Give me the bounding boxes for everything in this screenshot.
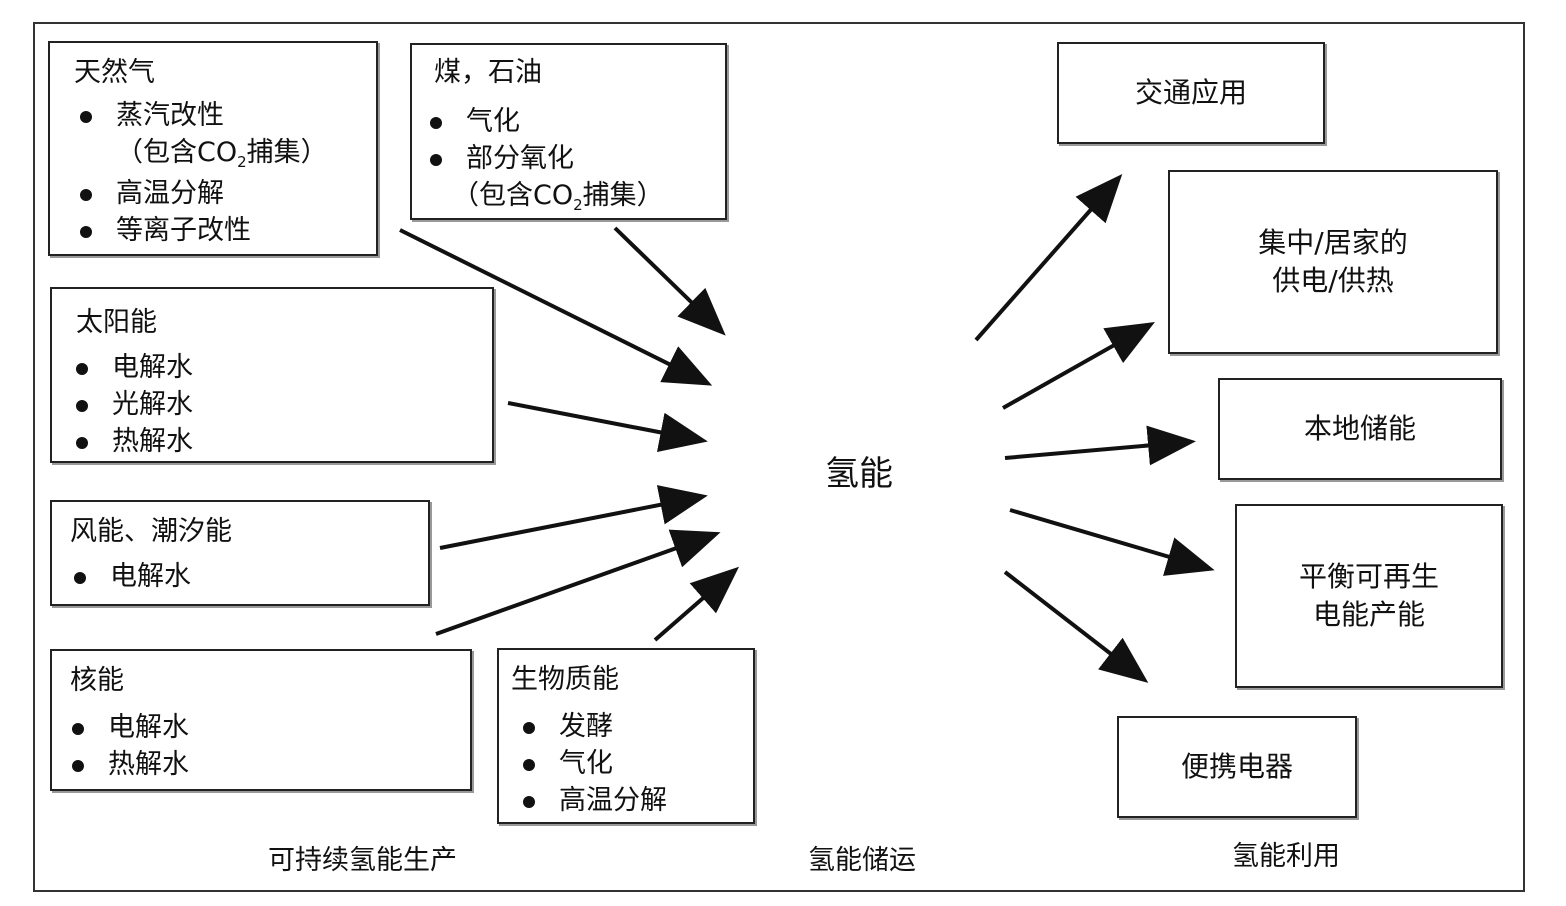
list-item-continuation: （包含CO2捕集） (452, 180, 664, 214)
source-items-natural-gas: 蒸汽改性（包含CO2捕集） 高温分解 等离子改性 (80, 97, 328, 249)
source-items-biomass: 发酵气化高温分解 (523, 708, 667, 819)
list-item: 电解水 (74, 558, 191, 595)
source-title-wind-tidal: 风能、潮汐能 (70, 516, 232, 547)
source-items-wind-tidal: 电解水 (74, 558, 191, 595)
footer-label-production: 可持续氢能生产 (268, 845, 457, 876)
arrow-wind-to-hydrogen (439, 485, 708, 550)
arrow-hydrogen-to-local-storage (1004, 425, 1196, 466)
use-label-local-storage: 本地储能 (1303, 412, 1416, 445)
source-title-coal-oil: 煤，石油 (434, 57, 542, 88)
use-box-portable: 便携电器 (1117, 716, 1357, 818)
footer-label-storage: 氢能储运 (808, 845, 916, 876)
source-title-biomass: 生物质能 (511, 664, 619, 695)
list-item: 部分氧化（包含CO2捕集） (430, 140, 678, 218)
list-item: 发酵 (523, 708, 667, 745)
source-title-natural-gas: 天然气 (74, 57, 155, 88)
footer-label-utilization: 氢能利用 (1232, 841, 1340, 872)
list-item: 热解水 (72, 746, 189, 783)
arrow-coal-oil-to-hydrogen (613, 226, 726, 336)
source-box-solar: 太阳能 电解水光解水热解水 (50, 287, 494, 463)
source-items-solar: 电解水光解水热解水 (76, 349, 193, 460)
arrow-hydrogen-to-portable (1003, 570, 1149, 683)
list-item: 高温分解 (523, 782, 667, 819)
list-item: 热解水 (76, 423, 193, 460)
arrow-solar-to-hydrogen (507, 401, 708, 453)
list-item: 等离子改性 (80, 212, 328, 249)
use-label-power-heat: 集中/居家的 供电/供热 (1258, 226, 1408, 297)
arrow-hydrogen-to-balance (1009, 508, 1215, 576)
use-box-transport: 交通应用 (1057, 42, 1325, 144)
use-label-transport: 交通应用 (1134, 76, 1247, 109)
arrow-hydrogen-to-power-heat (1002, 322, 1155, 410)
use-box-power-heat: 集中/居家的 供电/供热 (1168, 170, 1498, 354)
use-box-local-storage: 本地储能 (1218, 378, 1502, 480)
list-item: 气化 (523, 745, 667, 782)
source-box-nuclear: 核能 电解水热解水 (50, 649, 472, 791)
arrow-biomass-to-hydrogen (653, 566, 740, 642)
source-title-solar: 太阳能 (76, 307, 157, 338)
list-item: 电解水 (72, 709, 189, 746)
diagram-frame (33, 22, 1525, 892)
list-item-continuation: （包含CO2捕集） (116, 137, 328, 171)
source-box-natural-gas: 天然气 蒸汽改性（包含CO2捕集） 高温分解 等离子改性 (48, 41, 378, 256)
source-box-wind-tidal: 风能、潮汐能 电解水 (50, 500, 430, 606)
list-item: 蒸汽改性（包含CO2捕集） (80, 97, 328, 175)
list-item: 电解水 (76, 349, 193, 386)
hydrogen-energy-label: 氢能 (825, 454, 893, 494)
arrow-natural-gas-to-hydrogen (399, 228, 713, 386)
list-item: 光解水 (76, 386, 193, 423)
arrow-nuclear-to-hydrogen (435, 529, 721, 636)
source-items-coal-oil: 气化 部分氧化（包含CO2捕集） (430, 103, 678, 218)
list-item: 气化 (430, 103, 678, 140)
source-items-nuclear: 电解水热解水 (72, 709, 189, 783)
list-item: 高温分解 (80, 175, 328, 212)
source-title-nuclear: 核能 (70, 665, 124, 696)
source-box-coal-oil: 煤，石油 气化 部分氧化（包含CO2捕集） (410, 43, 727, 220)
source-box-biomass: 生物质能 发酵气化高温分解 (497, 648, 755, 824)
arrow-hydrogen-to-transport (974, 173, 1123, 342)
use-box-balance-renewables: 平衡可再生 电能产能 (1235, 504, 1503, 688)
use-label-balance-renewables: 平衡可再生 电能产能 (1298, 560, 1439, 631)
use-label-portable: 便携电器 (1180, 750, 1293, 783)
